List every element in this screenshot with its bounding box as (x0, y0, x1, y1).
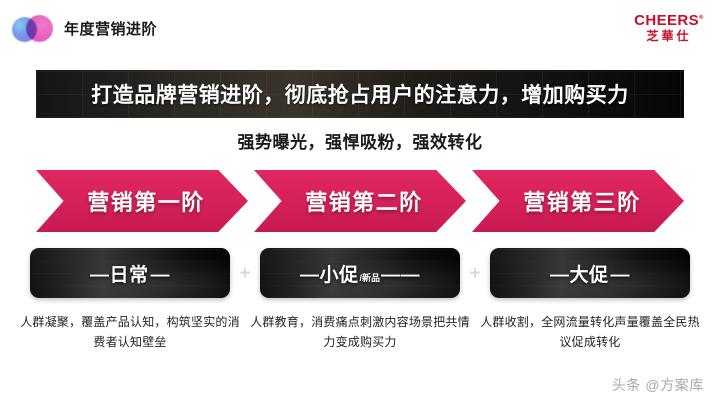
description-3: 人群收割，全网流量转化声量覆盖全民热议促成转化 (480, 315, 700, 349)
phase-card-2-label: —小促/新品—— (300, 260, 420, 287)
stage-chevron-2: 营销第二阶 (254, 170, 466, 232)
phase-card-3: —大促— (490, 248, 690, 298)
headline-banner-text: 打造品牌营销进阶，彻底抢占用户的注意力，增加购买力 (91, 84, 629, 107)
corporate-logo-en-text: CHEERS (634, 12, 700, 29)
corporate-logo-cn: 芝華仕 (646, 29, 692, 43)
stage-chevron-2-label: 营销第二阶 (305, 190, 423, 215)
subtitle-text: 强势曝光，强悍吸粉，强效转化 (237, 133, 483, 152)
page-header: 年度营销进阶 CHEERS® 芝華仕 (0, 0, 720, 58)
description-1: 人群凝聚，覆盖产品认知，构筑坚实的消费者认知壁垒 (20, 315, 240, 349)
phase-card-3-label: —大促— (550, 260, 630, 287)
page-title: 年度营销进阶 (64, 21, 158, 38)
phase-card-1: —日常— (30, 248, 230, 298)
stage-chevron-3: 营销第三阶 (472, 170, 684, 232)
stage-chevron-1: 营销第一阶 (36, 170, 248, 232)
corporate-logo: CHEERS® 芝華仕 (632, 10, 706, 48)
phase-card-2-sub: /新品 (359, 272, 381, 283)
phase-card-3-text: 大促 (569, 264, 609, 286)
phase-card-3-suffix: — (610, 264, 630, 286)
corporate-logo-en: CHEERS® (632, 10, 706, 29)
phase-card-1-prefix: — (89, 264, 110, 286)
phase-card-1-suffix: — (150, 264, 170, 286)
description-2: 人群教育，消费痛点刺激内容场景把共情力变成购买力 (250, 315, 470, 349)
plus-separator-2: + (469, 263, 481, 284)
plus-separator-1: + (239, 263, 251, 284)
phase-cards-row: —日常— + —小促/新品—— + —大促— (30, 248, 690, 300)
descriptions-row: 人群凝聚，覆盖产品认知，构筑坚实的消费者认知壁垒 人群教育，消费痛点刺激内容场景… (18, 312, 702, 364)
phase-card-1-text: 日常 (109, 264, 149, 286)
phase-card-2-text: 小促 (319, 264, 359, 286)
stage-chevron-row: 营销第一阶 营销第二阶 营销第三阶 (36, 170, 684, 232)
phase-card-2-suffix: —— (381, 264, 421, 286)
phase-card-2: —小促/新品—— (260, 248, 460, 298)
phase-card-1-label: —日常— (90, 260, 170, 287)
logo-circle-pink (26, 15, 53, 42)
stage-chevron-1-label: 营销第一阶 (87, 190, 205, 215)
trademark-symbol: ® (699, 15, 704, 21)
watermark: 头条 @方案库 (611, 377, 704, 393)
phase-card-3-prefix: — (549, 264, 570, 286)
headline-banner: 打造品牌营销进阶，彻底抢占用户的注意力，增加购买力 (36, 70, 684, 118)
stage-chevron-3-label: 营销第三阶 (523, 190, 641, 215)
phase-card-2-prefix: — (299, 264, 320, 286)
gradient-circles-logo-icon (12, 13, 56, 45)
